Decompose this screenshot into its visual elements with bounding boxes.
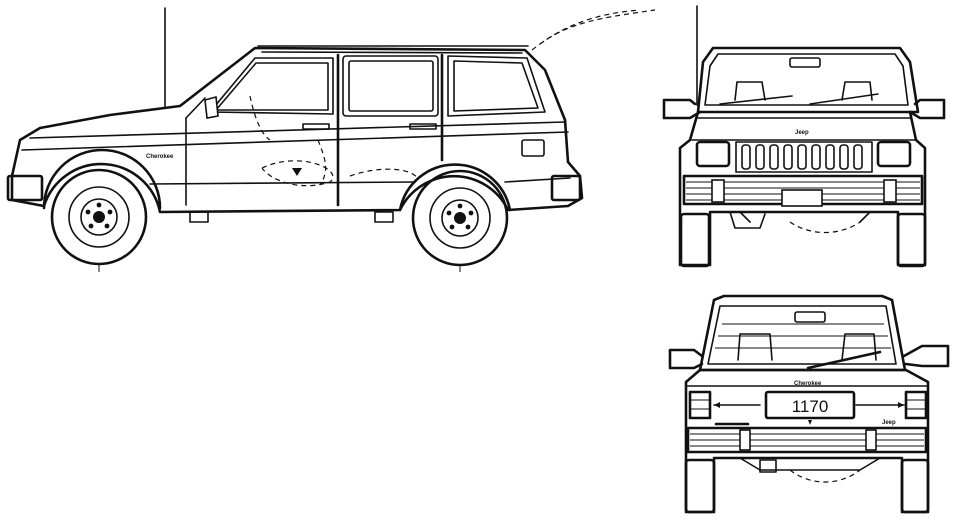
- side-front-window: [209, 57, 334, 115]
- side-front-wheel: [50, 168, 148, 272]
- rear-mirror-right: [902, 344, 950, 368]
- side-front-bumper: [6, 174, 44, 202]
- side-rear-door-window: [342, 55, 439, 117]
- front-grille-badge: Jeep: [795, 130, 809, 136]
- rear-tire-left: [684, 458, 716, 514]
- side-rear-wheel: [411, 169, 509, 272]
- side-liftgate-swing: [531, 9, 641, 51]
- side-front-door-handle: [302, 123, 330, 130]
- front-body: [678, 110, 927, 267]
- rear-tire-right: [900, 458, 930, 514]
- front-view: Jeep: [662, 5, 946, 268]
- front-mirror-right: [908, 98, 946, 120]
- rear-window: [707, 305, 897, 365]
- side-body-outline: [10, 46, 584, 214]
- side-rear-bumper: [550, 174, 582, 202]
- front-wiper-right: [809, 93, 879, 105]
- rear-brake-light: [794, 311, 826, 323]
- side-front-wheel-arch: [42, 148, 162, 210]
- rear-taillight-right: [904, 390, 928, 420]
- front-rearview-mirror: [789, 57, 821, 68]
- rear-license-plate: [764, 390, 856, 420]
- rear-bumper: [686, 426, 928, 454]
- front-windshield: [704, 53, 909, 106]
- side-mirror: [204, 95, 219, 119]
- side-rear-wheel-arch: [398, 163, 512, 212]
- rear-plate-number: 1170: [792, 397, 829, 416]
- side-badge: Cherokee: [146, 154, 174, 160]
- front-headlight-left: [695, 140, 731, 168]
- rear-cab: [698, 294, 907, 372]
- rear-badge: Cherokee: [794, 381, 822, 387]
- side-quarter-window: [447, 55, 546, 117]
- side-view: Cherokee: [6, 7, 656, 272]
- front-wiper-left: [719, 95, 793, 105]
- rear-wiper: [806, 350, 882, 370]
- rear-view: Cherokee 1170 Jeep: [668, 294, 950, 514]
- front-headlight-right: [876, 140, 912, 168]
- front-plate-holder: [781, 189, 823, 207]
- front-tire-right: [896, 212, 927, 268]
- side-fuel-door: [521, 139, 545, 157]
- rear-brand: Jeep: [882, 420, 896, 426]
- front-grille: [735, 141, 873, 173]
- side-trim-stripe: [149, 181, 416, 185]
- front-mirror-left: [662, 98, 702, 120]
- rear-mirror-left: [668, 348, 704, 370]
- front-tire-left: [679, 212, 711, 268]
- rear-taillight-left: [688, 390, 712, 420]
